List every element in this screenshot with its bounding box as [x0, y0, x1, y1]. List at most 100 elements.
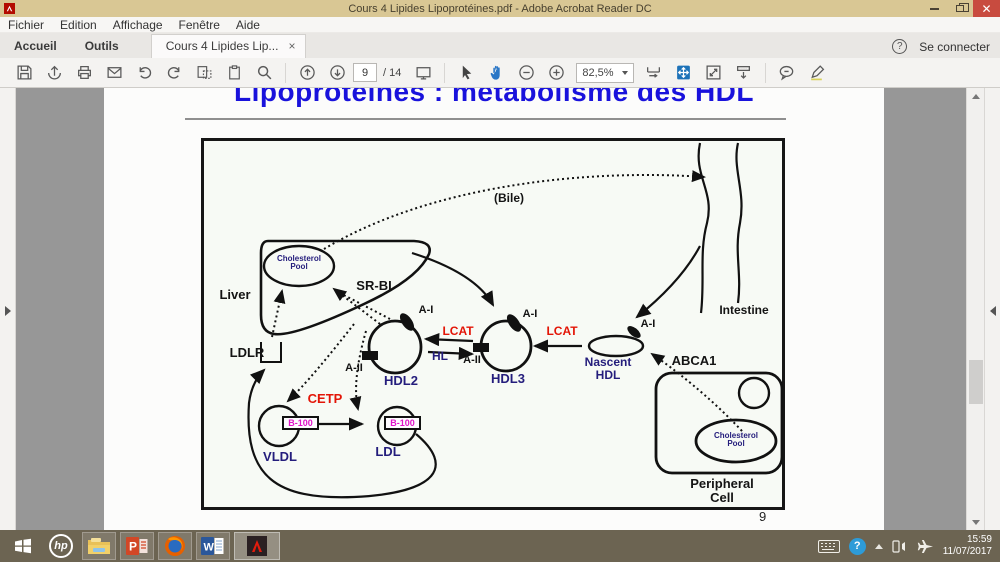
slide-page-number: 9 — [759, 509, 767, 524]
word-letter: W — [204, 542, 215, 554]
show-hidden-icons-arrow[interactable] — [874, 543, 883, 549]
nav-pane-toggle[interactable] — [0, 88, 16, 530]
scrollbar-thumb[interactable] — [969, 360, 983, 404]
label-ldl: LDL — [375, 444, 401, 459]
start-button[interactable] — [6, 532, 40, 560]
minimize-button[interactable] — [921, 0, 947, 17]
volume-device-icon[interactable] — [892, 539, 908, 554]
search-button[interactable] — [250, 61, 278, 85]
scrolling-mode-button[interactable] — [730, 61, 758, 85]
taskbar: hp P W ? 15:59 11/07/2017 — [0, 530, 1000, 562]
taskbar-clock[interactable]: 15:59 11/07/2017 — [943, 534, 992, 559]
page-number-input[interactable] — [353, 63, 377, 82]
print-button[interactable] — [70, 61, 98, 85]
vertical-scrollbar[interactable] — [966, 88, 984, 530]
scroll-down-arrow[interactable] — [967, 514, 985, 530]
label-lcat-right: LCAT — [546, 324, 578, 338]
label-hl: HL — [432, 349, 448, 363]
pdf-page: Lipoprotéines : métabolisme des HDL — [104, 88, 884, 530]
file-explorer-icon[interactable] — [82, 532, 116, 560]
keyboard-icon[interactable] — [817, 539, 840, 553]
hdl-metabolism-diagram: (Bile) Liver Cholesterol Pool SR-BI LDLR… — [201, 138, 785, 510]
fullscreen-button[interactable] — [700, 61, 728, 85]
close-button[interactable]: ✕ — [973, 0, 1000, 17]
email-button[interactable] — [100, 61, 128, 85]
fit-page-button[interactable] — [670, 61, 698, 85]
menu-affichage[interactable]: Affichage — [112, 17, 163, 32]
heading-rule — [185, 118, 786, 120]
hp-taskbar-icon[interactable]: hp — [44, 532, 78, 560]
comment-button[interactable] — [773, 61, 801, 85]
scroll-up-arrow[interactable] — [967, 88, 985, 104]
help-center-tray-icon[interactable]: ? — [848, 537, 866, 555]
fit-width-button[interactable] — [640, 61, 668, 85]
label-b100-ldl: B-100 — [384, 416, 421, 430]
label-aii-hdl3: A-II — [463, 354, 481, 366]
menu-fichier[interactable]: Fichier — [8, 17, 45, 32]
tabbar: Accueil Outils Cours 4 Lipides Lip... × … — [0, 33, 1000, 58]
label-liver-cholesterol-pool: Cholesterol Pool — [276, 254, 321, 272]
label-peripheral-cell: Peripheral Cell — [690, 476, 754, 505]
tab-close-icon[interactable]: × — [288, 39, 296, 53]
next-page-button[interactable] — [323, 61, 351, 85]
zoom-in-button[interactable] — [542, 61, 570, 85]
page-total-label: / 14 — [383, 66, 402, 79]
highlighter-button[interactable] — [803, 61, 831, 85]
label-b100-vldl: B-100 — [282, 416, 319, 430]
redo-button[interactable] — [160, 61, 188, 85]
select-tool-button[interactable] — [452, 61, 480, 85]
save-button[interactable] — [10, 61, 38, 85]
label-abca1: ABCA1 — [671, 353, 717, 368]
tab-document[interactable]: Cours 4 Lipides Lip... × — [150, 34, 307, 58]
menu-edition[interactable]: Edition — [60, 17, 97, 32]
menu-aide[interactable]: Aide — [235, 17, 260, 32]
help-icon[interactable]: ? — [892, 39, 908, 54]
menu-fenetre[interactable]: Fenêtre — [178, 17, 220, 32]
label-hdl3: HDL3 — [491, 371, 525, 386]
airplane-mode-icon[interactable] — [917, 539, 934, 554]
share-upload-button[interactable] — [40, 61, 68, 85]
page-display-button[interactable] — [409, 61, 437, 85]
label-ai-nascent: A-I — [640, 318, 656, 330]
menubar: Fichier Edition Affichage Fenêtre Aide — [0, 17, 1000, 33]
powerpoint-icon[interactable]: P — [120, 532, 154, 560]
undo-button[interactable] — [130, 61, 158, 85]
label-nascent-hdl: Nascent HDL — [584, 355, 632, 382]
previous-page-button[interactable] — [293, 61, 321, 85]
label-cetp: CETP — [307, 391, 343, 406]
system-tray: ? 15:59 11/07/2017 — [817, 534, 1000, 559]
label-liver: Liver — [219, 287, 251, 302]
clock-date: 11/07/2017 — [942, 546, 992, 557]
label-ai-hdl3: A-I — [522, 308, 538, 320]
firefox-icon[interactable] — [158, 532, 192, 560]
chevron-down-icon — [621, 70, 628, 75]
organize-pages-button[interactable] — [190, 61, 218, 85]
label-peripheral-cholesterol-pool: Cholesterol Pool — [713, 431, 758, 449]
slide-heading: Lipoprotéines : métabolisme des HDL — [233, 88, 755, 107]
zoom-out-button[interactable] — [512, 61, 540, 85]
label-ai-hdl2: A-I — [418, 304, 434, 316]
tab-document-label: Cours 4 Lipides Lip... — [165, 39, 279, 53]
word-icon[interactable]: W — [196, 532, 230, 560]
label-ldlr: LDLR — [229, 345, 265, 360]
tools-pane-toggle[interactable] — [984, 88, 1000, 530]
diagram-artwork — [247, 142, 784, 499]
zoom-level-dropdown[interactable]: 82,5% — [576, 62, 634, 83]
hand-tool-button[interactable] — [482, 61, 510, 85]
tab-outils[interactable]: Outils — [84, 39, 119, 53]
clipboard-button[interactable] — [220, 61, 248, 85]
hp-logo-icon: hp — [49, 534, 73, 558]
sign-in-link[interactable]: Se connecter — [919, 39, 990, 54]
acrobat-app-icon — [4, 3, 15, 14]
folder-icon — [88, 538, 110, 554]
restore-button[interactable] — [947, 0, 973, 17]
label-bile: (Bile) — [494, 191, 524, 205]
label-hdl2: HDL2 — [384, 373, 418, 388]
label-intestine: Intestine — [719, 303, 769, 317]
tab-accueil[interactable]: Accueil — [14, 39, 57, 53]
clock-time: 15:59 — [966, 533, 992, 545]
label-srbi: SR-BI — [356, 278, 392, 293]
acrobat-taskbar-icon[interactable] — [234, 532, 280, 560]
acrobat-logo-icon — [247, 536, 267, 556]
titlebar: Cours 4 Lipides Lipoprotéines.pdf - Adob… — [0, 0, 1000, 17]
